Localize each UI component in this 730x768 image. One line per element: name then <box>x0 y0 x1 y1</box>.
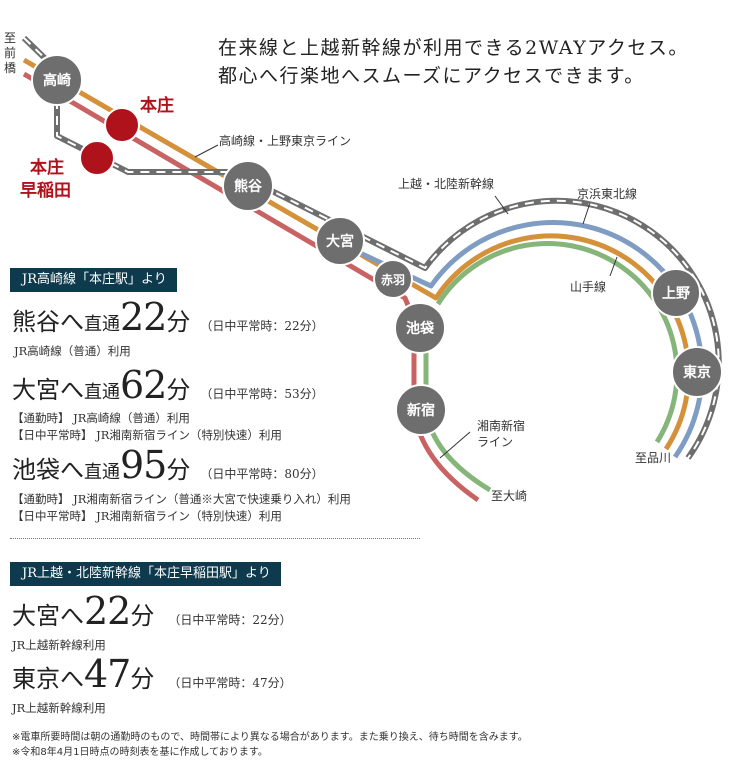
leader-takasaki <box>194 144 219 158</box>
route-shinkansen-tokyo: 東京へ 47 分 （日中平常時：47分） JR上越新幹線利用 <box>12 655 292 717</box>
route-dest: 東京へ <box>12 665 84 693</box>
dir-shinagawa: 至品川 <box>635 451 671 465</box>
station-label-omiya: 大宮 <box>326 233 354 250</box>
route-dest: 大宮へ <box>12 602 84 630</box>
station-akabane <box>373 259 413 299</box>
route-unit: 分 <box>166 376 191 404</box>
station-takasaki <box>31 54 83 106</box>
route-minutes: 47 <box>84 652 131 696</box>
route-minutes: 22 <box>84 589 131 633</box>
station-honjo <box>104 107 140 143</box>
station-label-ueno: 上野 <box>662 286 690 302</box>
route-kumagaya: 熊谷へ 直通 22 分 （日中平常時：22分） JR高崎線（普通）利用 <box>12 298 324 360</box>
route-offpeak: （日中平常時：53分） <box>200 387 324 401</box>
label-yamanote: 山手線 <box>570 279 606 294</box>
station-label-akabane: 赤羽 <box>381 272 405 287</box>
route-minutes: 22 <box>120 295 167 339</box>
headline: 在来線と上越新幹線が利用できる2WAYアクセス。 都心へ行楽地へスムーズにアクセ… <box>218 34 689 90</box>
route-ikebukuro: 池袋へ 直通 95 分 （日中平常時：80分） 【通勤時】 JR湘南新宿ライン（… <box>12 446 351 525</box>
leader-shinkansen <box>494 195 509 215</box>
section-divider <box>10 538 420 539</box>
section2-badge: JR上越・北陸新幹線「本庄早稲田駅」より <box>10 562 281 586</box>
station-shinjuku <box>395 384 447 436</box>
route-note: 【日中平常時】 JR湘南新宿ライン（特別快速）利用 <box>12 509 282 523</box>
station-label-takasaki: 高崎 <box>43 72 71 89</box>
honjo-waseda-label-2: 早稲田 <box>20 181 71 201</box>
dir-maebashi-2: 前 <box>4 45 16 60</box>
leader-yamanote <box>609 256 618 277</box>
route-minutes: 95 <box>120 443 167 487</box>
route-offpeak: （日中平常時：22分） <box>200 319 324 333</box>
route-note: JR高崎線（普通）利用 <box>14 344 131 358</box>
station-kumagaya <box>222 160 274 212</box>
leader-shonan <box>439 431 471 459</box>
footnote: ※令和8年4月1日時点の時刻表を基に作成しております。 <box>12 747 268 758</box>
honjo-waseda-label-1: 本庄 <box>30 157 64 178</box>
section1-badge: JR高崎線「本庄駅」より <box>10 268 177 292</box>
station-ikebukuro <box>394 302 446 354</box>
route-note: 【通勤時】 JR高崎線（普通）利用 <box>12 411 190 425</box>
label-takasaki-ueno-tokyo: 高崎線・上野東京ライン <box>219 133 351 148</box>
headline-line2: 都心へ行楽地へスムーズにアクセスできます。 <box>218 65 645 87</box>
dir-maebashi-3: 橋 <box>4 61 16 75</box>
route-note: 【日中平常時】 JR湘南新宿ライン（特別快速）利用 <box>12 428 282 442</box>
station-honjo-waseda <box>79 140 115 176</box>
headline-line1: 在来線と上越新幹線が利用できる2WAYアクセス。 <box>218 37 689 59</box>
footnote: ※電車所要時間は朝の通勤時のもので、時間帯により異なる場合があります。また乗り換… <box>12 732 528 743</box>
route-shinkansen-omiya: 大宮へ 22 分 （日中平常時：22分） JR上越新幹線利用 <box>12 592 292 654</box>
label-keihin-tohoku: 京浜東北線 <box>577 186 637 201</box>
route-dest: 池袋へ <box>12 456 84 484</box>
route-note: JR上越新幹線利用 <box>12 638 106 652</box>
station-label-tokyo: 東京 <box>683 364 711 381</box>
dir-osaki: 至大崎 <box>491 489 527 503</box>
route-offpeak: （日中平常時：80分） <box>200 467 324 481</box>
honjo-label: 本庄 <box>140 95 174 116</box>
route-via: 直通 <box>84 314 120 335</box>
route-offpeak: （日中平常時：22分） <box>168 613 292 627</box>
label-shonan-shinjuku-1: 湘南新宿 <box>477 418 525 433</box>
route-unit: 分 <box>166 456 191 484</box>
station-label-ikebukuro: 池袋 <box>406 320 435 337</box>
dir-maebashi-1: 至 <box>4 31 16 45</box>
route-omiya: 大宮へ 直通 62 分 （日中平常時：53分） 【通勤時】 JR高崎線（普通）利… <box>12 366 324 444</box>
footnotes: ※電車所要時間は朝の通勤時のもので、時間帯により異なる場合があります。また乗り換… <box>12 730 528 760</box>
station-tokyo <box>671 346 723 398</box>
label-shinkansen: 上越・北陸新幹線 <box>398 176 494 191</box>
station-label-shinjuku: 新宿 <box>407 402 435 419</box>
station-omiya <box>315 216 365 266</box>
route-via: 直通 <box>84 462 120 483</box>
leader-keihin <box>582 202 591 225</box>
route-dest: 熊谷へ <box>12 308 84 336</box>
route-note: 【通勤時】 JR湘南新宿ライン（普通※大宮で快速乗り入れ）利用 <box>12 492 351 506</box>
route-dest: 大宮へ <box>12 376 84 404</box>
route-note: JR上越新幹線利用 <box>12 701 106 715</box>
route-unit: 分 <box>130 665 155 693</box>
route-via: 直通 <box>84 382 120 403</box>
route-unit: 分 <box>166 308 191 336</box>
station-ueno <box>651 268 701 318</box>
route-minutes: 62 <box>120 363 167 407</box>
route-offpeak: （日中平常時：47分） <box>168 676 292 690</box>
station-label-kumagaya: 熊谷 <box>234 178 263 195</box>
yamanote-line <box>435 241 680 444</box>
label-shonan-shinjuku-2: ライン <box>477 435 513 449</box>
shonan-shinjuku-line <box>22 71 480 503</box>
route-unit: 分 <box>130 602 155 630</box>
